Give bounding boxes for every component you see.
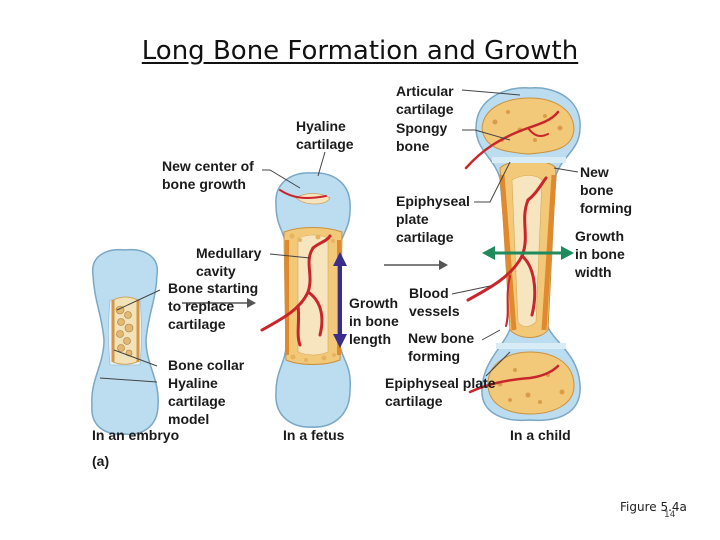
epiphyseal-plate-bottom-label: Epiphyseal plate cartilage bbox=[385, 375, 496, 409]
epiphyseal-plate-bottom-label-line-1: Epiphyseal plate bbox=[385, 375, 496, 391]
medullary-cavity-label-line-2: cavity bbox=[196, 263, 236, 279]
new-bone-forming-right-label-line-2: bone bbox=[580, 182, 614, 198]
growth-length-label-line-1: Growth bbox=[349, 295, 398, 311]
new-bone-forming-right-label-line-3: forming bbox=[580, 200, 632, 216]
growth-width-label: Growth in bone width bbox=[574, 228, 625, 280]
epiphyseal-plate-cartilage-label-line-3: cartilage bbox=[396, 229, 454, 245]
bone-collar-label-line-1: Bone collar bbox=[168, 357, 245, 373]
new-center-label-line-1: New center of bbox=[162, 158, 254, 174]
stage-embryo-caption: In an embryo bbox=[92, 427, 179, 443]
embryo-bone bbox=[92, 250, 158, 435]
bone-starting-label: Bone starting to replace cartilage bbox=[168, 280, 258, 332]
bone-starting-label-line-3: cartilage bbox=[168, 316, 226, 332]
articular-cartilage-label-line-1: Articular bbox=[396, 83, 454, 99]
medullary-cavity-label: Medullary cavity bbox=[196, 245, 262, 279]
epiphyseal-plate-cartilage-label-line-1: Epiphyseal bbox=[396, 193, 470, 209]
growth-length-label: Growth in bone length bbox=[349, 295, 399, 347]
fetus-bone bbox=[262, 173, 350, 427]
articular-cartilage-label: Articular cartilage bbox=[396, 83, 454, 117]
medullary-cavity-label-line-1: Medullary bbox=[196, 245, 262, 261]
new-center-label-line-2: bone growth bbox=[162, 176, 246, 192]
hyaline-model-label-line-1: Hyaline bbox=[168, 375, 218, 391]
hyaline-model-label: Hyaline cartilage model bbox=[168, 375, 226, 427]
blood-vessels-label-line-2: vessels bbox=[409, 303, 460, 319]
growth-width-label-line-3: width bbox=[574, 264, 612, 280]
fetus-to-child-arrow bbox=[384, 260, 448, 270]
spongy-bone-label-line-2: bone bbox=[396, 138, 430, 154]
growth-length-label-line-3: length bbox=[349, 331, 391, 347]
figure-reference: Figure 5.4a bbox=[620, 500, 687, 514]
hyaline-cartilage-label-line-2: cartilage bbox=[296, 136, 354, 152]
new-center-label: New center of bone growth bbox=[162, 158, 254, 192]
articular-cartilage-label-line-2: cartilage bbox=[396, 101, 454, 117]
new-bone-forming-center-label-line-1: New bone bbox=[408, 330, 474, 346]
growth-width-label-line-1: Growth bbox=[575, 228, 624, 244]
hyaline-model-label-line-3: model bbox=[168, 411, 209, 427]
growth-width-label-line-2: in bone bbox=[575, 246, 625, 262]
blood-vessels-label: Blood vessels bbox=[409, 285, 460, 319]
stage-fetus-caption: In a fetus bbox=[283, 427, 345, 443]
bone-starting-label-line-1: Bone starting bbox=[168, 280, 258, 296]
hyaline-cartilage-label: Hyaline cartilage bbox=[296, 118, 354, 152]
blood-vessels-label-line-1: Blood bbox=[409, 285, 449, 301]
growth-length-label-line-2: in bone bbox=[349, 313, 399, 329]
spongy-bone-label-line-1: Spongy bbox=[396, 120, 448, 136]
panel-label: (a) bbox=[92, 453, 109, 469]
hyaline-model-label-line-2: cartilage bbox=[168, 393, 226, 409]
new-bone-forming-right-label: New bone forming bbox=[580, 164, 632, 216]
epiphyseal-plate-cartilage-label: Epiphyseal plate cartilage bbox=[396, 193, 470, 245]
epiphyseal-plate-bottom-label-line-2: cartilage bbox=[385, 393, 443, 409]
hyaline-cartilage-label-line-1: Hyaline bbox=[296, 118, 346, 134]
new-bone-forming-right-label-line-1: New bbox=[580, 164, 609, 180]
new-bone-forming-center-label: New bone forming bbox=[408, 330, 474, 364]
page-number: 14 bbox=[664, 510, 675, 520]
new-bone-forming-center-label-line-2: forming bbox=[408, 348, 460, 364]
spongy-bone-label: Spongy bone bbox=[396, 120, 448, 154]
bone-starting-label-line-2: to replace bbox=[168, 298, 234, 314]
stage-child-caption: In a child bbox=[510, 427, 571, 443]
bone-collar-label: Bone collar bbox=[168, 357, 245, 373]
epiphyseal-plate-cartilage-label-line-2: plate bbox=[396, 211, 429, 227]
